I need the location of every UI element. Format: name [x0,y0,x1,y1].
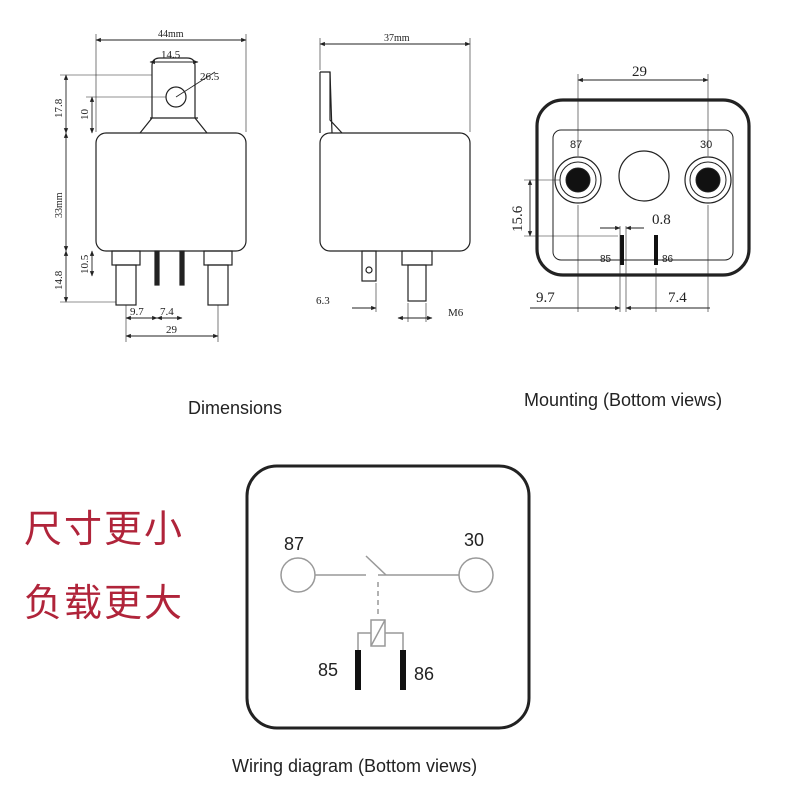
wiring-labels: 87 30 85 86 [284,530,484,684]
pin-86-mount [654,235,658,265]
dim-tab-spacing: 14.5 [161,49,181,61]
wiring-label-85: 85 [318,660,338,680]
wiring-terminal-30 [458,557,494,593]
wiring-diagram [245,464,531,730]
pin-85-front [154,250,160,286]
mounting-outline-inner [552,129,734,261]
dim-top-height: 17.8 [53,98,65,118]
wiring-pin-86 [400,650,406,690]
promo-line-1: 尺寸更小 [24,507,185,551]
mounting-view [524,74,751,312]
wiring-pin-85 [355,650,361,690]
caption-wiring: Wiring diagram (Bottom views) [232,756,478,776]
mount-right-offset: 7.4 [668,290,687,306]
terminal-30-ring [684,156,732,204]
side-view-labels: 37mm 6.3 M6 [316,33,464,319]
wiring-label-87: 87 [284,534,304,554]
pin-86-front [179,250,185,286]
dim-pin-gap-b: 7.4 [160,306,174,318]
dim-tab-width: 6.3 [316,295,330,307]
mount-label-87: 87 [570,139,582,151]
front-view [60,34,247,342]
dim-hole-radius: 26.5 [200,71,220,83]
mounting-view-labels: 29 15.6 0.8 9.7 7.4 87 30 85 86 [510,64,712,306]
wiring-terminal-87 [280,557,316,593]
mount-height: 15.6 [510,205,526,232]
promo-line-2: 负载更大 [24,581,185,625]
mount-gap: 0.8 [652,212,671,228]
dim-terminal-inner: 10.5 [79,254,91,274]
side-tab [319,71,343,134]
mount-left-offset: 9.7 [536,290,555,306]
dim-tab-height: 10 [79,109,91,121]
pin-85-mount [620,235,624,265]
mount-label-86: 86 [662,254,674,265]
wiring-label-86: 86 [414,664,434,684]
relay-body-front [95,132,247,252]
terminal-30-stud [695,167,721,193]
wiring-label-30: 30 [464,530,484,550]
terminal-left-front [111,250,141,266]
caption-mounting: Mounting (Bottom views) [524,390,723,410]
center-boss [618,150,670,202]
terminal-right-front [203,250,233,266]
caption-dimensions: Dimensions [188,398,283,418]
side-terminal-stud [401,250,433,266]
front-view-labels: 44mm 14.5 26.5 17.8 10 33mm 14.8 10.5 9.… [53,29,220,336]
dim-body-height: 33mm [54,192,65,218]
side-terminal-flat [361,250,377,282]
dim-width: 44mm [158,29,184,40]
mount-label-85: 85 [600,254,612,265]
dim-bottom-width: 29 [166,324,178,336]
wiring-outline [245,464,531,730]
relay-body-side [319,132,471,252]
terminal-87-stud [565,167,591,193]
dim-depth: 37mm [384,33,410,44]
dim-thread: M6 [448,307,464,319]
mount-label-30: 30 [700,139,712,151]
mounting-tab [139,57,208,134]
side-view [319,38,471,322]
dim-terminal-height: 14.8 [53,270,65,290]
mount-spacing-top: 29 [632,64,647,80]
dim-pin-gap-a: 9.7 [130,306,144,318]
mounting-outline-outer [535,98,751,277]
